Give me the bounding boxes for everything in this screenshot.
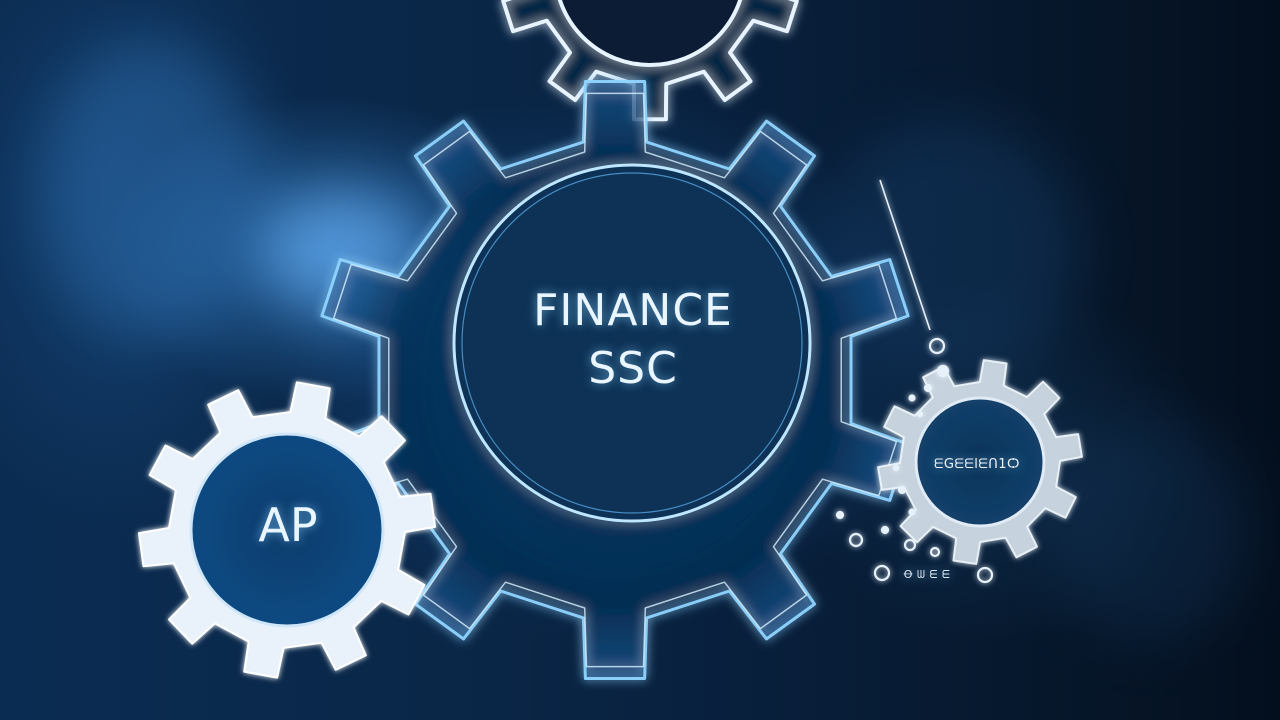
ssc-label: SSC bbox=[588, 343, 678, 394]
gear-icon bbox=[138, 381, 436, 679]
right-gear-label: ᗴGᗴᗴlᗴՈ1Ѻ bbox=[934, 457, 1020, 472]
gear-icon bbox=[501, 0, 799, 122]
finance-ssc-label: FINANCE SSC bbox=[483, 282, 783, 398]
finance-label: FINANCE bbox=[533, 285, 733, 336]
bokeh-light bbox=[1050, 420, 1250, 640]
bokeh-light bbox=[820, 120, 1080, 380]
gear-icon bbox=[320, 80, 910, 680]
gear-icon bbox=[877, 359, 1083, 565]
bokeh-light bbox=[40, 40, 260, 340]
circuit-dots bbox=[835, 179, 994, 584]
ap-label: AP bbox=[258, 498, 318, 552]
right-sub-label: Ꝋ ᗯ ᗴ ᗴ bbox=[903, 568, 951, 581]
